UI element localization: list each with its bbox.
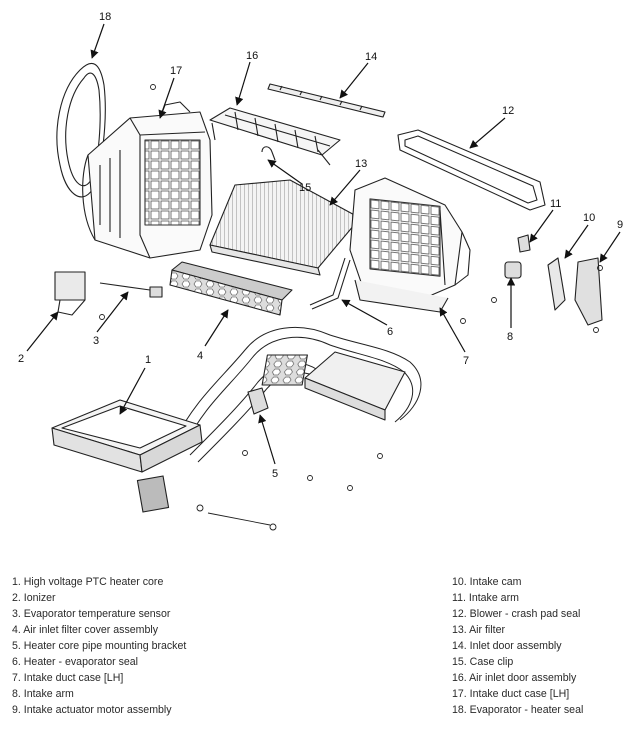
callout-5: 5 bbox=[272, 468, 278, 480]
leader-11 bbox=[529, 209, 554, 243]
callout-3: 3 bbox=[93, 335, 99, 347]
leader-1 bbox=[119, 367, 146, 415]
legend-item: 13. Air filter bbox=[452, 624, 505, 636]
legend-item: 12. Blower - crash pad seal bbox=[452, 608, 581, 620]
callout-14: 14 bbox=[365, 51, 377, 63]
legend-item: 8. Intake arm bbox=[12, 688, 74, 700]
inlet-door-assembly bbox=[267, 83, 386, 118]
legend-item: 7. Intake duct case [LH] bbox=[12, 672, 124, 684]
leader-3 bbox=[96, 291, 129, 333]
legend-right: 10. Intake cam 11. Intake arm 12. Blower… bbox=[452, 574, 632, 718]
intake-actuator-motor-assembly bbox=[574, 257, 603, 326]
intake-cam bbox=[547, 257, 566, 311]
callout-1: 1 bbox=[145, 354, 151, 366]
leader-6 bbox=[341, 299, 388, 326]
legend-item: 3. Evaporator temperature sensor bbox=[12, 608, 171, 620]
screws bbox=[99, 84, 603, 531]
leader-9 bbox=[599, 231, 621, 263]
callout-10: 10 bbox=[583, 212, 595, 224]
leader-13 bbox=[329, 169, 361, 206]
leader-16 bbox=[235, 61, 251, 106]
leader-15 bbox=[267, 159, 303, 185]
exploded-view-diagram: 1 2 3 4 5 6 7 8 9 10 11 12 13 14 15 16 1… bbox=[18, 11, 623, 531]
intake-arm bbox=[504, 261, 522, 279]
leader-5 bbox=[258, 414, 276, 465]
ionizer bbox=[54, 271, 86, 316]
air-filter bbox=[209, 179, 361, 276]
callout-9: 9 bbox=[617, 219, 623, 231]
callout-15: 15 bbox=[299, 182, 311, 194]
leader-14 bbox=[339, 62, 369, 99]
legend-item: 14. Inlet door assembly bbox=[452, 640, 562, 652]
intake-arm-upper bbox=[517, 234, 531, 253]
case-clip bbox=[261, 146, 276, 161]
high-voltage-ptc-heater-core bbox=[51, 399, 203, 513]
callout-16: 16 bbox=[246, 50, 258, 62]
heater-core-pipe-mounting-bracket bbox=[247, 387, 269, 415]
callout-6: 6 bbox=[387, 326, 393, 338]
air-inlet-filter-cover-assembly bbox=[169, 261, 293, 316]
leader-7 bbox=[439, 307, 466, 353]
leader-4 bbox=[204, 309, 229, 347]
legend-item: 5. Heater core pipe mounting bracket bbox=[12, 640, 187, 652]
legend-item: 15. Case clip bbox=[452, 656, 514, 668]
callout-12: 12 bbox=[502, 105, 514, 117]
legend-item: 9. Intake actuator motor assembly bbox=[12, 704, 172, 716]
legend-item: 17. Intake duct case [LH] bbox=[452, 688, 570, 700]
intake-duct-case-left bbox=[82, 101, 213, 259]
callout-18: 18 bbox=[99, 11, 111, 23]
intake-duct-case-right bbox=[349, 177, 471, 313]
legend-item: 10. Intake cam bbox=[452, 576, 522, 588]
leader-17 bbox=[158, 77, 175, 119]
leader-12 bbox=[469, 117, 506, 149]
evaporator-temperature-sensor bbox=[99, 282, 163, 298]
callout-17: 17 bbox=[170, 65, 182, 77]
leader-10 bbox=[564, 224, 589, 259]
blower-module bbox=[261, 351, 406, 421]
air-inlet-door-assembly bbox=[209, 107, 341, 166]
legend-left: 1. High voltage PTC heater core 2. Ioniz… bbox=[12, 574, 312, 718]
legend-item: 1. High voltage PTC heater core bbox=[12, 576, 164, 588]
callout-13: 13 bbox=[355, 158, 367, 170]
callout-8: 8 bbox=[507, 331, 513, 343]
legend-item: 18. Evaporator - heater seal bbox=[452, 704, 584, 716]
legend-item: 4. Air inlet filter cover assembly bbox=[12, 624, 159, 636]
callout-2: 2 bbox=[18, 353, 24, 365]
callout-11: 11 bbox=[550, 198, 561, 210]
leader-18 bbox=[90, 23, 105, 59]
callout-4: 4 bbox=[197, 350, 203, 362]
legend-item: 16. Air inlet door assembly bbox=[452, 672, 577, 684]
blower-crash-pad-seal bbox=[397, 129, 546, 211]
legend-item: 2. Ionizer bbox=[12, 592, 56, 604]
leader-2 bbox=[26, 311, 59, 352]
heater-evaporator-seal bbox=[309, 257, 351, 310]
callout-7: 7 bbox=[463, 355, 469, 367]
legend-item: 6. Heater - evaporator seal bbox=[12, 656, 139, 668]
legend-item: 11. Intake arm bbox=[452, 592, 519, 604]
